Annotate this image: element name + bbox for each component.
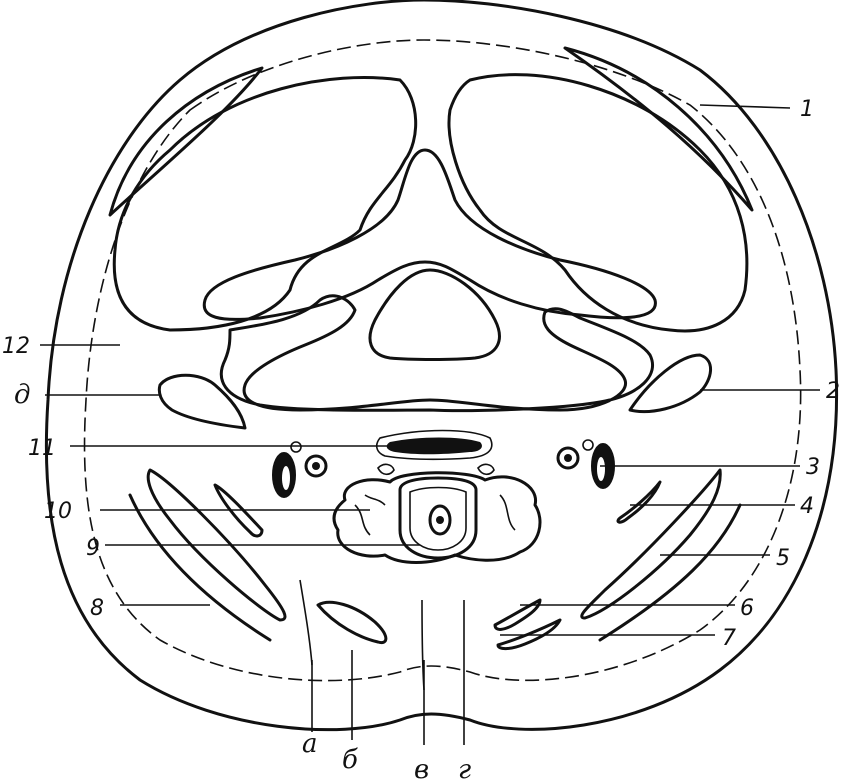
label-g: г	[458, 755, 471, 784]
carotid-artery-left-lumen	[312, 462, 320, 470]
sternohyoid-right	[496, 618, 562, 651]
scalene-muscle-right	[628, 353, 712, 414]
label-b: б	[342, 745, 358, 775]
parathyroid-right	[477, 463, 495, 476]
omohyoid-right	[616, 480, 662, 524]
trachea-cartilage	[398, 476, 478, 560]
superficial-fascia	[83, 39, 802, 682]
internal-jugular-vein-right-lumen	[597, 457, 605, 481]
label-6: 6	[740, 596, 754, 621]
prevertebral-fascia	[375, 429, 493, 461]
internal-jugular-vein-left-lumen	[282, 466, 290, 490]
platysma-left	[128, 493, 272, 642]
leader-lines	[40, 104, 820, 745]
muscle-strip-left-1	[213, 483, 264, 538]
sternocleidomastoid-left	[146, 468, 287, 622]
transverse-processes	[219, 294, 654, 413]
label-12: 12	[2, 334, 30, 359]
sternocleidomastoid-right	[580, 468, 722, 620]
scalene-muscle-left	[157, 373, 247, 430]
vagus-nerve-left	[290, 441, 302, 453]
label-4: 4	[800, 494, 814, 519]
sternothyroid-right	[493, 598, 542, 631]
label-8: 8	[90, 596, 104, 621]
thyroid-gland	[332, 471, 542, 564]
trapezius-left	[108, 66, 264, 217]
vagus-nerve-right	[582, 439, 594, 451]
prevertebral-muscles	[386, 437, 482, 455]
esophagus	[428, 504, 452, 536]
label-a: а	[302, 729, 318, 759]
label-v: в	[414, 755, 429, 784]
parathyroid-left	[377, 463, 395, 476]
skin-outline	[44, 0, 839, 732]
carotid-artery-right-lumen	[564, 454, 572, 462]
label-11: 11	[28, 436, 56, 461]
carotid-artery-left	[304, 454, 328, 478]
esophagus-lumen	[436, 516, 444, 524]
label-3: 3	[806, 455, 820, 480]
label-5: 5	[776, 546, 790, 571]
label-d: д	[14, 380, 30, 410]
deep-back-muscle-left	[112, 76, 418, 332]
label-10: 10	[44, 499, 72, 524]
platysma-right	[598, 503, 742, 642]
label-7: 7	[722, 626, 736, 651]
sternohyoid-left	[316, 600, 388, 645]
vertebral-arch	[202, 148, 657, 321]
label-1: 1	[800, 97, 814, 122]
deep-back-muscle-right	[447, 73, 749, 333]
label-9: 9	[86, 536, 100, 561]
label-2: 2	[826, 379, 840, 404]
vertebral-body	[368, 268, 501, 361]
trapezius-right	[563, 46, 754, 212]
trachea-ring	[409, 486, 467, 551]
thyroid-texture	[354, 494, 516, 536]
carotid-artery-right	[556, 446, 580, 470]
fascia-line-a	[299, 579, 313, 666]
